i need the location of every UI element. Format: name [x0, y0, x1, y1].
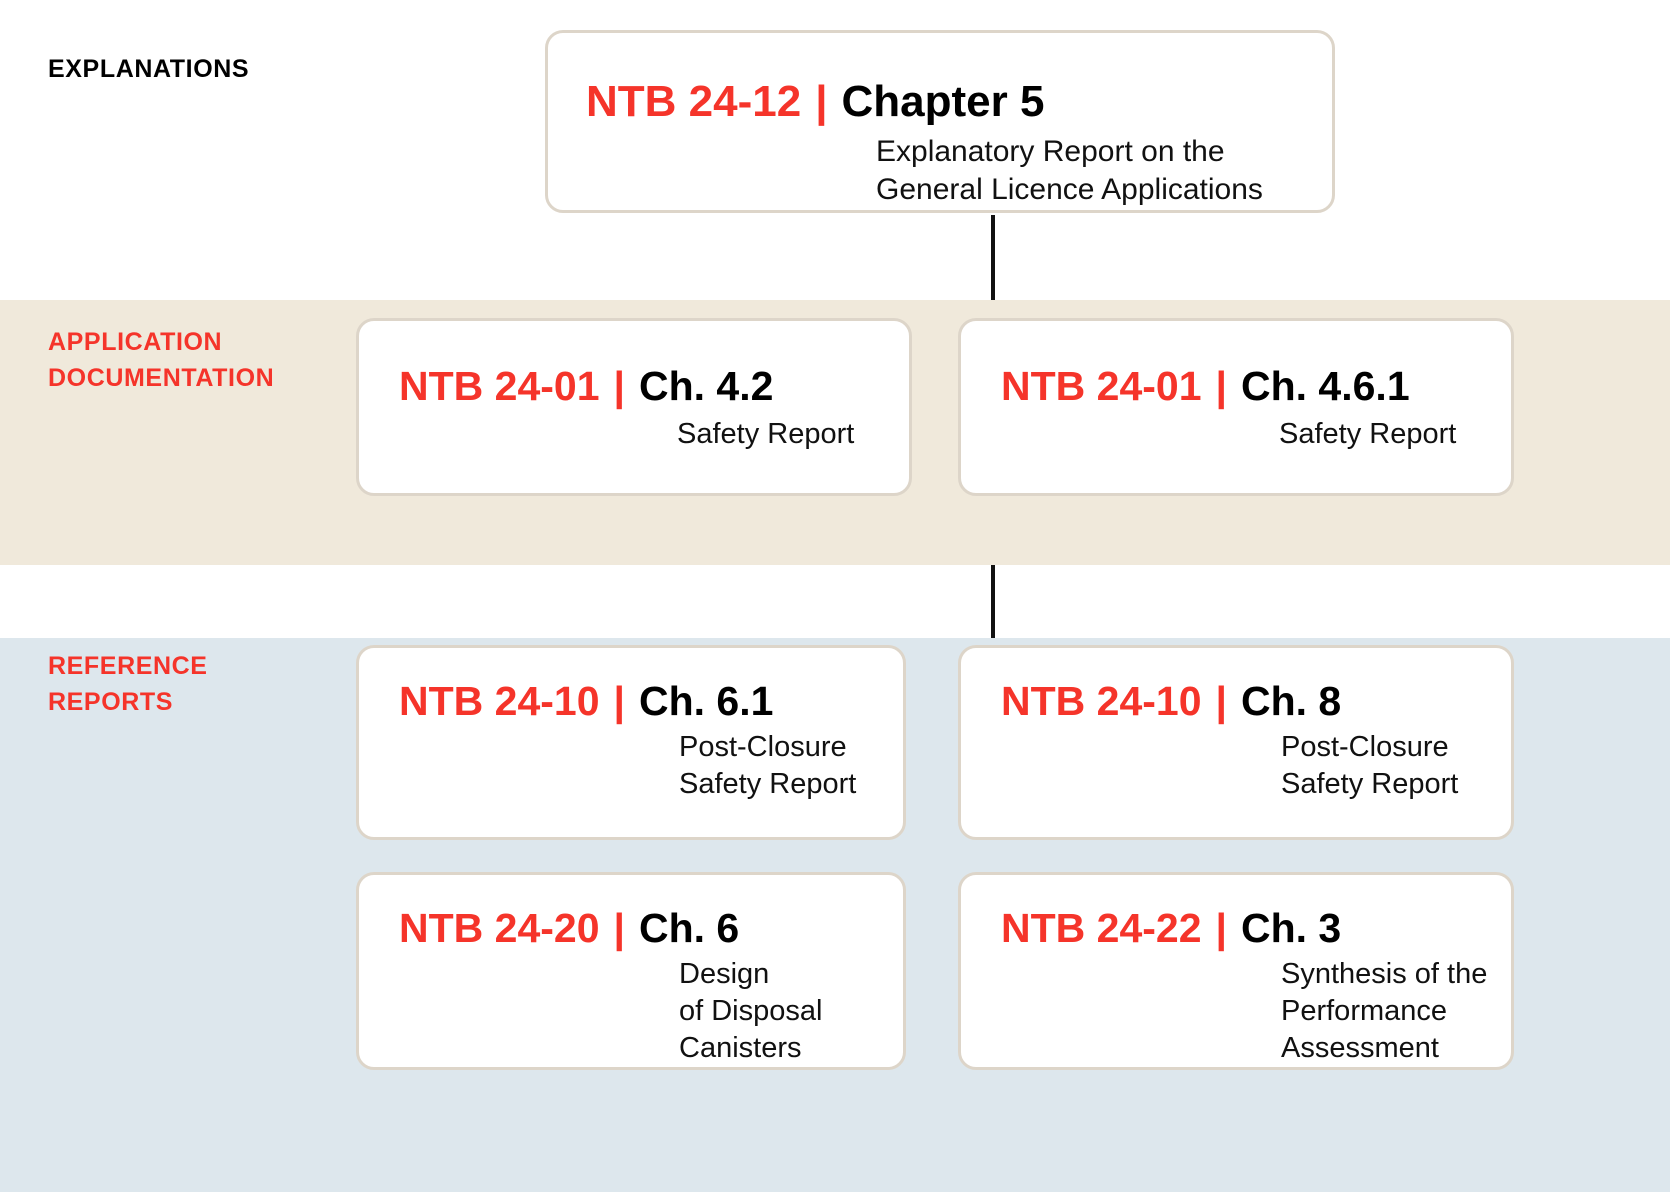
card-content: NTB 24-01 | Ch. 4.2 Safety Report: [359, 363, 909, 453]
card-ntb-24-20-ch-6[interactable]: NTB 24-20 | Ch. 6 Design of Disposal Can…: [356, 872, 906, 1070]
card-header: NTB 24-10 | Ch. 8: [961, 678, 1511, 725]
card-content: NTB 24-22 | Ch. 3 Synthesis of the Perfo…: [961, 905, 1511, 1067]
connector-line-bottom: [991, 565, 995, 638]
report-code: NTB 24-22: [1001, 905, 1202, 951]
chapter-label: Ch. 4.2: [639, 363, 774, 409]
report-code: NTB 24-10: [399, 678, 600, 724]
report-code: NTB 24-01: [399, 363, 600, 409]
separator-pipe: |: [1215, 678, 1227, 724]
separator-pipe: |: [1215, 363, 1227, 409]
row-label-explanations: EXPLANATIONS: [48, 55, 250, 83]
card-subtitle: Design of Disposal Canisters: [679, 958, 823, 1065]
separator-pipe: |: [613, 905, 625, 951]
chapter-label: Ch. 6.1: [639, 678, 774, 724]
card-ntb-24-10-ch-6-1[interactable]: NTB 24-10 | Ch. 6.1 Post-Closure Safety …: [356, 645, 906, 840]
row-label-application-documentation: APPLICATION DOCUMENTATION: [48, 328, 275, 392]
separator-pipe: |: [613, 678, 625, 724]
card-header: NTB 24-22 | Ch. 3: [961, 905, 1511, 952]
card-ntb-24-22-ch-3[interactable]: NTB 24-22 | Ch. 3 Synthesis of the Perfo…: [958, 872, 1514, 1070]
connector-line-top: [991, 215, 995, 300]
chapter-label: Ch. 8: [1241, 678, 1342, 724]
report-code: NTB 24-10: [1001, 678, 1202, 724]
card-content: NTB 24-12 | Chapter 5 Explanatory Report…: [548, 77, 1332, 210]
chapter-label: Ch. 3: [1241, 905, 1342, 951]
card-header: NTB 24-01 | Ch. 4.6.1: [961, 363, 1511, 410]
row-label-reference-reports: REFERENCE REPORTS: [48, 652, 208, 716]
report-code: NTB 24-20: [399, 905, 600, 951]
card-subtitle: Post-Closure Safety Report: [679, 731, 857, 801]
chapter-label: Chapter 5: [841, 77, 1045, 126]
card-header: NTB 24-12 | Chapter 5: [548, 77, 1332, 127]
card-ntb-24-10-ch-8[interactable]: NTB 24-10 | Ch. 8 Post-Closure Safety Re…: [958, 645, 1514, 840]
card-header: NTB 24-10 | Ch. 6.1: [359, 678, 903, 725]
card-ntb-24-01-ch-4-6-1[interactable]: NTB 24-01 | Ch. 4.6.1 Safety Report: [958, 318, 1514, 496]
separator-pipe: |: [613, 363, 625, 409]
card-subtitle: Safety Report: [677, 418, 855, 450]
separator-pipe: |: [1215, 905, 1227, 951]
card-subtitle: Safety Report: [1279, 418, 1457, 450]
card-ntb-24-01-ch-4-2[interactable]: NTB 24-01 | Ch. 4.2 Safety Report: [356, 318, 912, 496]
card-header: NTB 24-20 | Ch. 6: [359, 905, 903, 952]
card-content: NTB 24-01 | Ch. 4.6.1 Safety Report: [961, 363, 1511, 453]
report-code: NTB 24-01: [1001, 363, 1202, 409]
chapter-label: Ch. 4.6.1: [1241, 363, 1410, 409]
chapter-label: Ch. 6: [639, 905, 740, 951]
card-subtitle: Post-Closure Safety Report: [1281, 731, 1459, 801]
card-content: NTB 24-20 | Ch. 6 Design of Disposal Can…: [359, 905, 903, 1067]
card-content: NTB 24-10 | Ch. 8 Post-Closure Safety Re…: [961, 678, 1511, 803]
card-subtitle: Explanatory Report on the General Licenc…: [876, 135, 1263, 207]
card-header: NTB 24-01 | Ch. 4.2: [359, 363, 909, 410]
report-code: NTB 24-12: [586, 77, 802, 126]
card-ntb-24-12-chapter-5[interactable]: NTB 24-12 | Chapter 5 Explanatory Report…: [545, 30, 1335, 213]
card-content: NTB 24-10 | Ch. 6.1 Post-Closure Safety …: [359, 678, 903, 803]
separator-pipe: |: [815, 77, 828, 126]
card-subtitle: Synthesis of the Performance Assessment: [1281, 958, 1488, 1065]
